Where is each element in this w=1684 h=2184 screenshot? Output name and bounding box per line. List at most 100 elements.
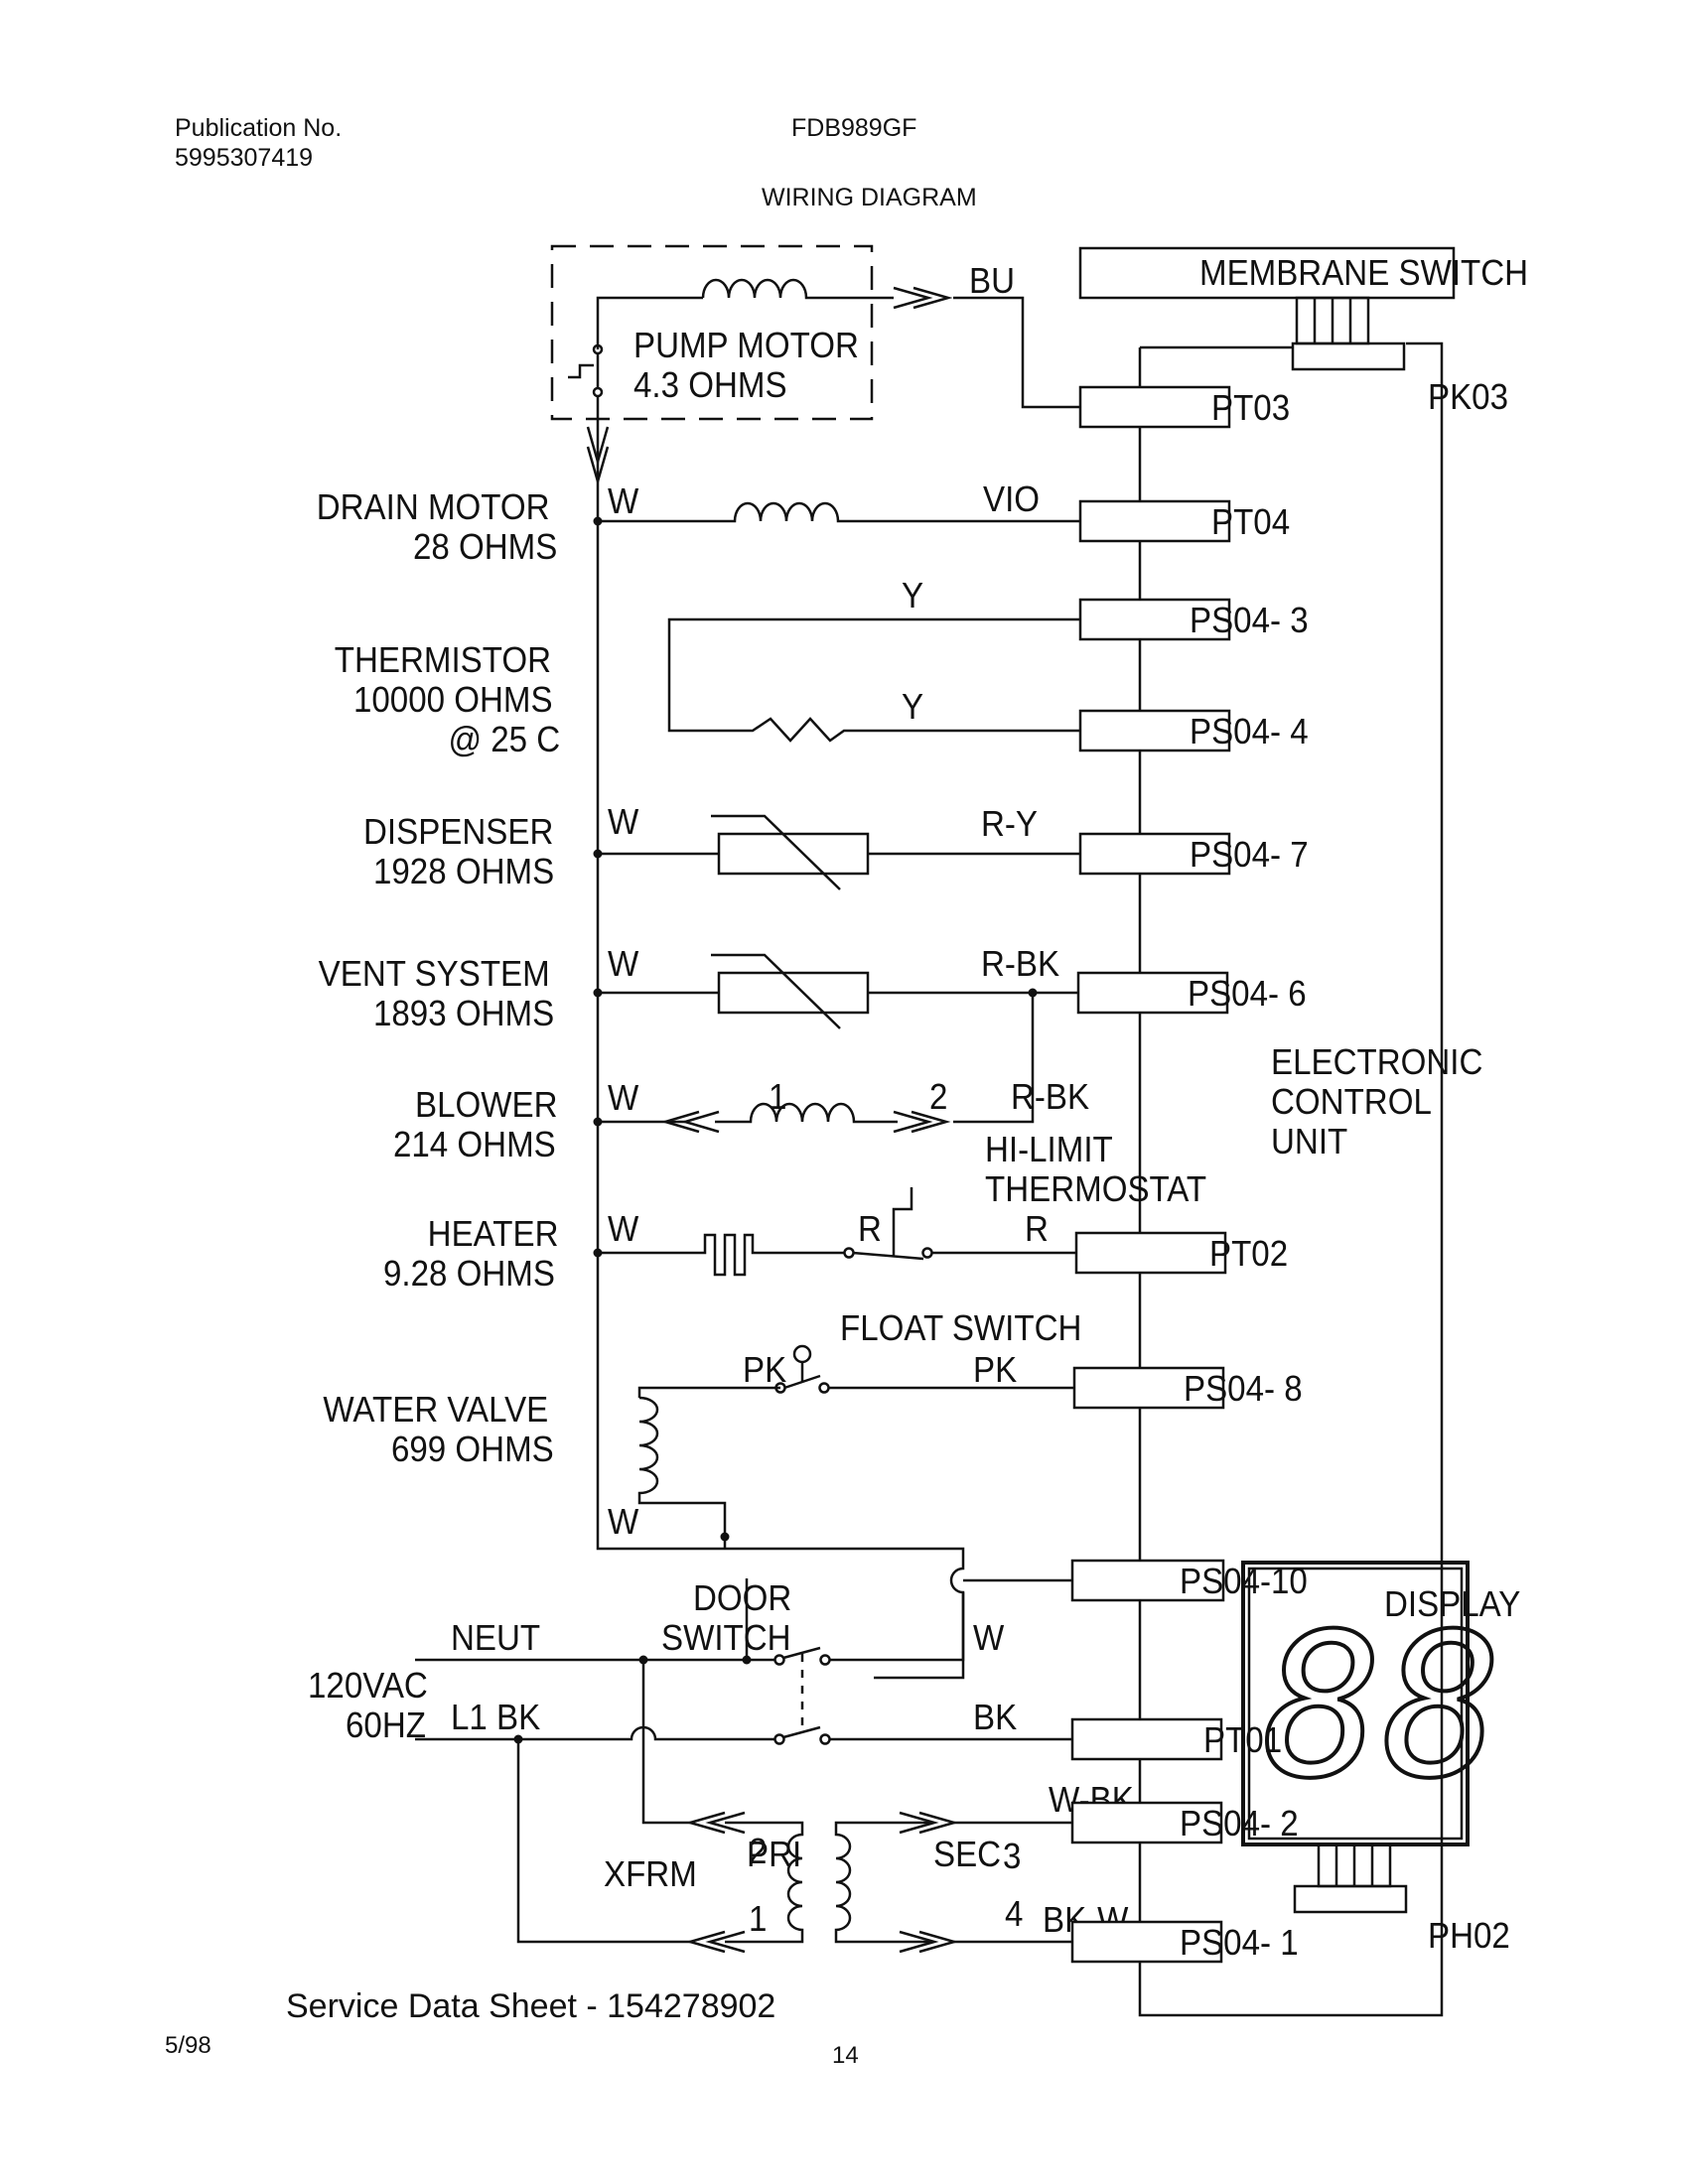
connector-ps04-10-label: PS04-10 <box>1180 1563 1308 1602</box>
connector-ps04-8-box <box>1072 1366 1225 1410</box>
connector-ps04-3-label: PS04- 3 <box>1190 602 1309 641</box>
neutral-label: NEUT <box>451 1619 540 1659</box>
float-switch-float <box>792 1344 812 1364</box>
connector-pt01: PT01 <box>1070 1717 1282 1760</box>
pump-motor-enclosure <box>550 244 874 421</box>
thermistor-loop <box>667 617 1080 743</box>
pk03-label: PK03 <box>1428 378 1508 418</box>
dispenser-ptc-slash <box>711 814 841 890</box>
component-labels: DRAIN MOTOR 28 OHMS THERMISTOR 10000 OHM… <box>317 488 560 1470</box>
wire-color-pk-right: PK <box>973 1351 1017 1391</box>
display-label: DISPLAY <box>1384 1585 1520 1625</box>
vent-system-resistance: 1893 OHMS <box>373 995 554 1034</box>
pk03-connector <box>1291 341 1406 371</box>
connector-pt02-box <box>1074 1231 1227 1275</box>
xfrm-secondary-terminal-3: 3 <box>1003 1838 1021 1877</box>
membrane-ribbon-lines <box>1313 298 1352 343</box>
water-valve-coil <box>637 1396 727 1549</box>
ph02-label: PH02 <box>1428 1917 1510 1957</box>
xfrm-primary-terminal-2: 2 <box>749 1833 767 1872</box>
drain-motor-coil <box>598 501 1080 523</box>
connector-ps04-10: PS04-10 <box>1070 1559 1308 1602</box>
page-number: 14 <box>832 2042 859 2069</box>
wire-color-w-heater: W <box>608 1210 639 1250</box>
connector-pt04: PT04 <box>1078 499 1290 543</box>
xfrm-primary-top-wire <box>641 1660 695 1825</box>
connector-pt03-box <box>1078 385 1231 429</box>
heater-element <box>598 1233 844 1277</box>
xfrm-secondary-coil <box>834 1821 933 1944</box>
door-switch-a-contact-right <box>819 1654 831 1666</box>
wire-color-y-bottom: Y <box>902 688 923 728</box>
line-l1-label: L1 BK <box>451 1699 540 1738</box>
door-switch-b-contact-right <box>819 1733 831 1745</box>
pump-motor: PUMP MOTOR 4.3 OHMS <box>550 244 953 486</box>
connector-ps04-7-box <box>1078 832 1231 876</box>
blower-terminal-2: 2 <box>929 1078 947 1118</box>
neutral-bus <box>596 467 965 1680</box>
pump-motor-coil <box>701 278 894 300</box>
xfrm-pri-plug-top <box>685 1811 746 1835</box>
xfrm-pri-plug-bottom <box>685 1930 746 1954</box>
door-switch-line1: DOOR <box>693 1579 791 1619</box>
vent-system-name: VENT SYSTEM <box>319 955 550 995</box>
wire-color-w-door: W <box>973 1619 1005 1659</box>
heater-name: HEATER <box>428 1215 559 1255</box>
door-switch-b-blade <box>782 1725 821 1739</box>
hi-limit-switch-blade <box>852 1187 924 1261</box>
blower-coil <box>715 1102 898 1124</box>
wire-color-w-vent: W <box>608 945 639 985</box>
wire-color-bk: BK <box>973 1699 1017 1738</box>
thermistor-name: THERMISTOR <box>335 641 551 681</box>
connector-ps04-7: PS04- 7 <box>1078 832 1309 876</box>
display-digits: 88 <box>1263 1591 1502 1823</box>
vent-system-element <box>717 971 870 1015</box>
revision-date: 5/98 <box>165 2032 211 2059</box>
door-switch-a-to-bus <box>829 1592 965 1662</box>
pump-overload-switch <box>568 353 600 389</box>
blower-resistance: 214 OHMS <box>393 1126 556 1165</box>
xfrm-secondary-label: SEC <box>933 1836 1001 1875</box>
blower-plug-left <box>660 1110 720 1134</box>
membrane-switch-label: MEMBRANE SWITCH <box>1199 254 1528 294</box>
float-switch-label: FLOAT SWITCH <box>840 1309 1081 1349</box>
wire-color-r-bk-vent: R-BK <box>981 945 1059 985</box>
connector-pt04-label: PT04 <box>1211 503 1290 543</box>
publication-label: Publication No. <box>175 114 342 142</box>
float-switch-blade <box>783 1362 821 1390</box>
water-valve-name: WATER VALVE <box>323 1391 548 1431</box>
connector-ps04-6-box <box>1076 971 1229 1015</box>
control-unit-bus <box>1138 341 1444 2017</box>
power-frequency: 60HZ <box>346 1706 426 1746</box>
door-switch-b-contact-left <box>773 1733 785 1745</box>
connector-ps04-6-label: PS04- 6 <box>1188 975 1307 1015</box>
drain-motor-resistance: 28 OHMS <box>413 528 557 568</box>
wire-color-w-blower: W <box>608 1079 639 1119</box>
display-inner <box>1247 1567 1464 1841</box>
control-unit-line2: CONTROL <box>1271 1083 1432 1123</box>
connector-pt02-label: PT02 <box>1209 1235 1288 1275</box>
hi-limit-contact-right <box>921 1247 933 1259</box>
connector-ps04-2-label: PS04- 2 <box>1180 1805 1299 1844</box>
heater-resistance: 9.28 OHMS <box>383 1255 555 1295</box>
thermistor-resistance: 10000 OHMS <box>353 681 553 721</box>
blower-return-wire <box>953 993 1035 1124</box>
connector-ps04-8-label: PS04- 8 <box>1184 1370 1303 1410</box>
page-footer: Service Data Sheet - 154278902 5/98 14 <box>165 1987 859 2069</box>
connector-ps04-4: PS04- 4 <box>1078 709 1309 751</box>
connector-pt03-label: PT03 <box>1211 389 1290 429</box>
wire-color-r-bk-blower: R-BK <box>1011 1078 1089 1118</box>
wire-color-w-dispenser: W <box>608 803 639 843</box>
connector-ps04-2-box <box>1070 1801 1223 1844</box>
pump-overload-contact-bottom <box>592 386 604 398</box>
connector-ps04-1-box <box>1070 1920 1223 1964</box>
connector-ps04-1-label: PS04- 1 <box>1180 1924 1299 1964</box>
door-switch-line2: SWITCH <box>661 1619 791 1659</box>
publication-number: 5995307419 <box>175 144 313 172</box>
xfrm-primary-label: PRI <box>747 1836 801 1875</box>
connector-ps04-3: PS04- 3 <box>1078 598 1309 641</box>
display-ribbon-lines <box>1334 1844 1374 1886</box>
wire-pump-to-pt03 <box>953 296 1080 409</box>
connector-pt03: PT03 <box>1078 385 1290 429</box>
page-header: Publication No. 5995307419 FDB989GF WIRI… <box>175 114 977 211</box>
